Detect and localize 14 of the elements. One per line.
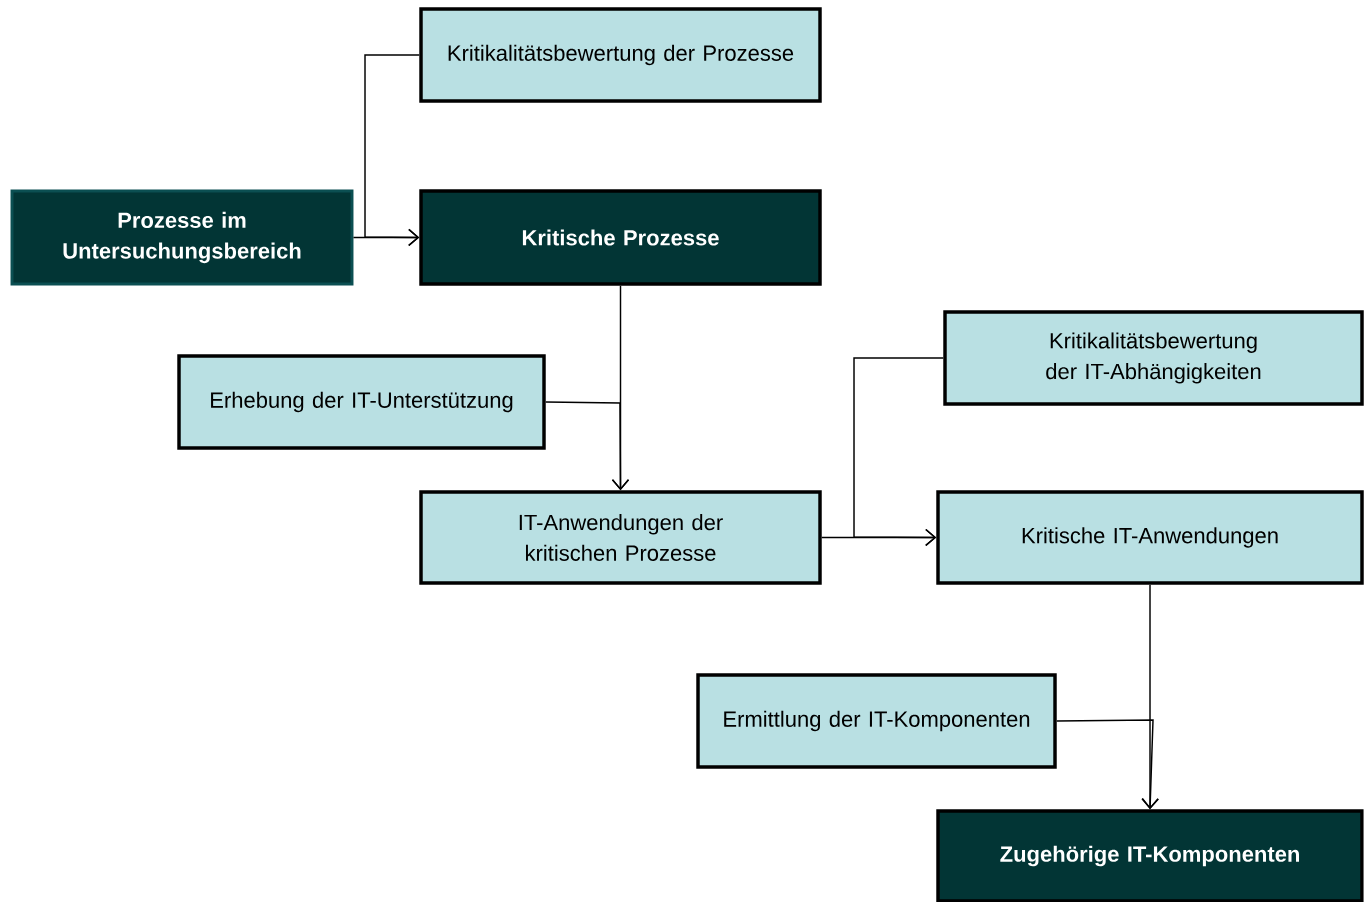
process-box: IT-Anwendungen der kritischen Prozesse [419, 490, 822, 585]
process-box: Kritische Prozesse [419, 189, 822, 286]
arrow [1141, 584, 1159, 810]
arrow [821, 528, 937, 547]
process-box: Erhebung der IT-Unterstützung [177, 354, 546, 450]
process-box: Kritische IT-Anwendungen [936, 490, 1364, 585]
arrow [545, 401, 630, 491]
arrow [1056, 719, 1160, 810]
process-box: Prozesse im Untersuchungsbereich [10, 189, 354, 286]
process-box: Zugehörige IT-Komponenten [936, 809, 1364, 902]
arrow [352, 228, 420, 247]
process-box: Ermittlung der IT-Komponenten [696, 673, 1057, 769]
process-box: Kritikalitätsbewertung der IT-Abhängigkeiten [943, 310, 1364, 406]
process-box: Kritikalitätsbewertung der Prozesse [419, 7, 822, 103]
